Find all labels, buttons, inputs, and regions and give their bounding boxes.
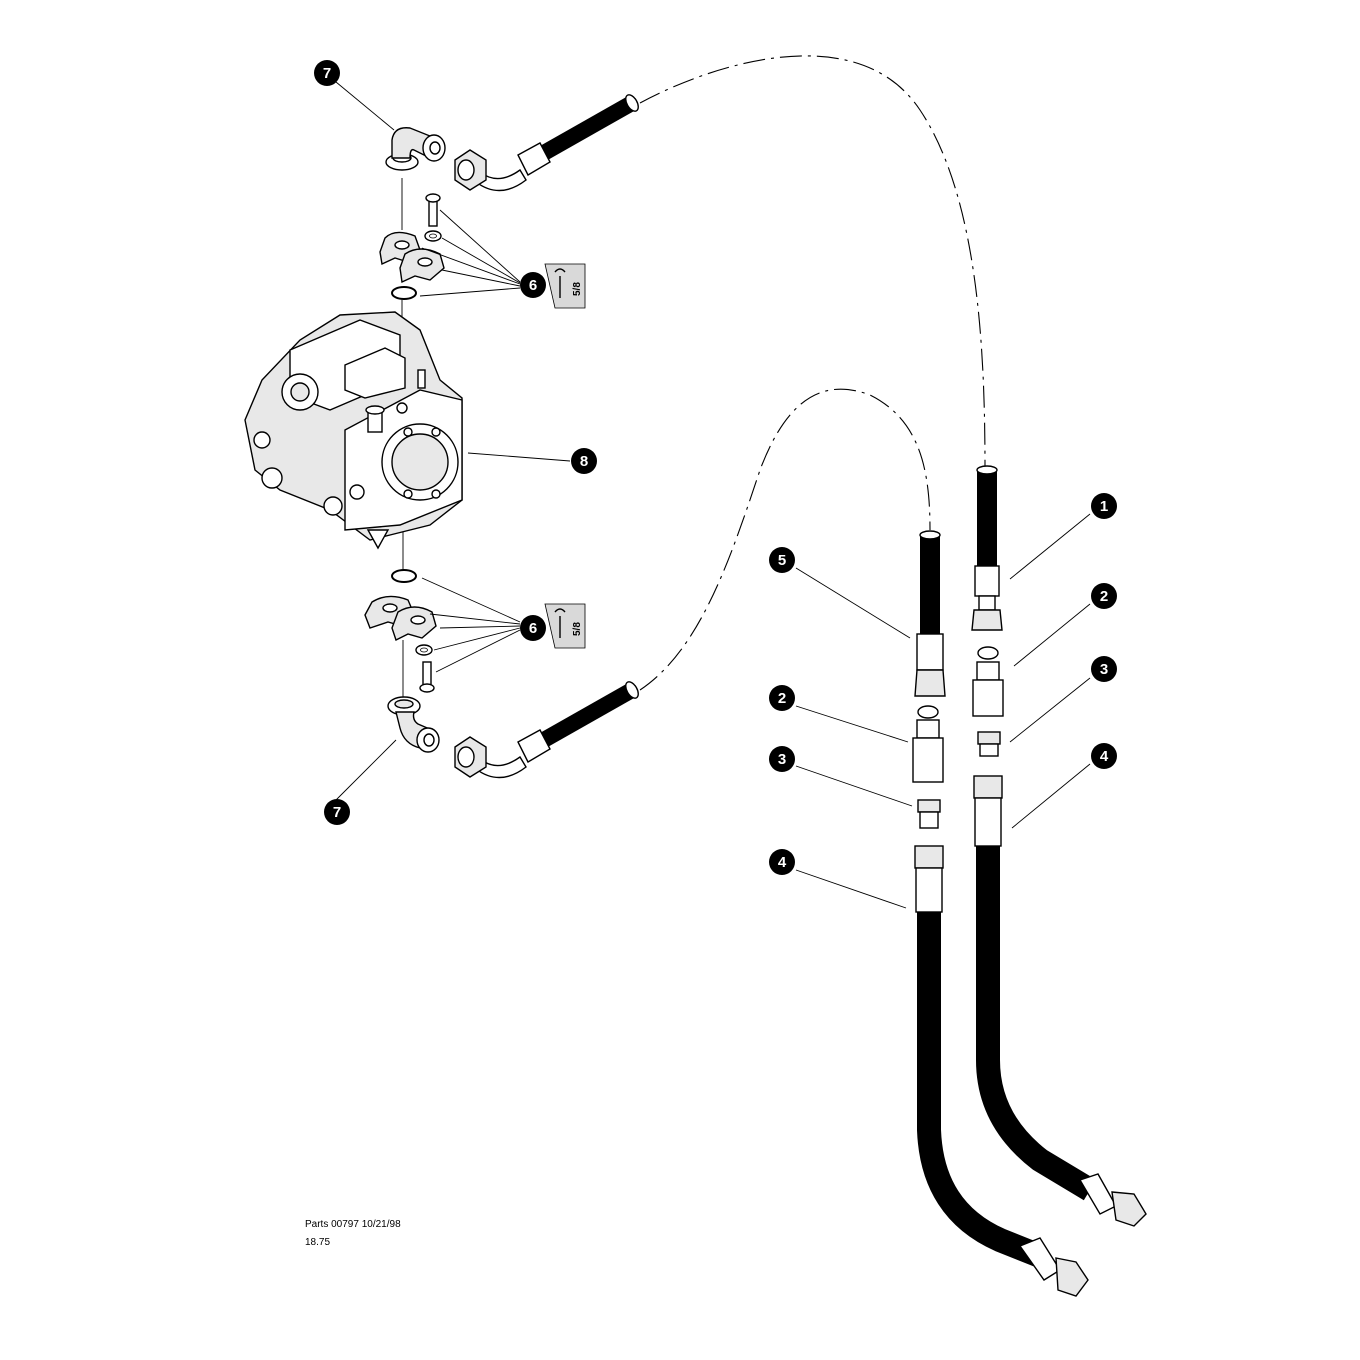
leader-line (439, 625, 521, 629)
callout-6-lower[interactable]: 6 (520, 615, 546, 641)
wrench-size-label: 5/8 (572, 622, 583, 636)
leader-line (441, 237, 521, 284)
leader-line (421, 577, 521, 623)
callout-number: 6 (529, 277, 537, 294)
callout-number: 5 (778, 552, 786, 569)
callout-number: 7 (333, 804, 341, 821)
upper-pump-hose (454, 94, 639, 192)
leader-line (419, 287, 521, 297)
right-nipple-3 (977, 731, 1001, 757)
leader-line (441, 269, 521, 287)
callout-number: 2 (778, 690, 786, 707)
callout-1[interactable]: 1 (1091, 493, 1117, 519)
leader-line (421, 247, 521, 285)
callout-number: 7 (323, 65, 331, 82)
leader-line (439, 209, 521, 283)
callout-number: 3 (778, 751, 786, 768)
routing-line-lower (639, 388, 931, 691)
wrench-size-tag-lower: 5/8 (544, 603, 586, 649)
leader-line (1009, 677, 1091, 743)
callout-7-lower[interactable]: 7 (324, 799, 350, 825)
callout-number: 1 (1100, 498, 1108, 515)
callout-3-left[interactable]: 3 (769, 746, 795, 772)
leader-line (335, 739, 397, 801)
callout-2-right[interactable]: 2 (1091, 583, 1117, 609)
wrench-size-label: 5/8 (572, 282, 583, 296)
lower-pump-hose (454, 681, 639, 779)
right-adapter-2 (972, 646, 1004, 717)
leader-line (795, 765, 913, 807)
document-reference: Parts 00797 10/21/98 (305, 1219, 401, 1230)
right-long-hose-4 (973, 775, 1147, 1227)
lower-flange-kit (364, 569, 437, 693)
leader-line (335, 81, 395, 131)
callout-number: 8 (580, 453, 588, 470)
leader-line (795, 705, 909, 743)
leader-line (1011, 763, 1091, 829)
leader-line (435, 629, 521, 673)
leader-line (795, 869, 907, 909)
callout-3-right[interactable]: 3 (1091, 656, 1117, 682)
middle-long-hose-4 (914, 845, 1089, 1297)
callout-4-left[interactable]: 4 (769, 849, 795, 875)
wrench-size-tag-upper: 5/8 (544, 263, 586, 309)
callout-number: 6 (529, 620, 537, 637)
right-hose-stub (971, 465, 1003, 631)
lower-elbow-fitting (387, 696, 440, 753)
callout-7-upper[interactable]: 7 (314, 60, 340, 86)
upper-flange-kit (379, 193, 445, 300)
callout-number: 4 (778, 854, 787, 871)
callout-6-upper[interactable]: 6 (520, 272, 546, 298)
middle-nipple-3 (917, 799, 941, 829)
leader-line (795, 567, 911, 639)
middle-hose-stub (914, 530, 946, 697)
leader-line (1013, 603, 1091, 667)
leader-line (433, 627, 521, 651)
leader-line (429, 613, 521, 625)
callout-number: 3 (1100, 661, 1108, 678)
leader-line (1009, 513, 1091, 580)
leader-line (467, 452, 571, 462)
callout-2-left[interactable]: 2 (769, 685, 795, 711)
hydraulic-pump (244, 311, 463, 550)
callout-number: 2 (1100, 588, 1108, 605)
routing-line-upper (639, 55, 986, 471)
page-number: 18.75 (305, 1237, 331, 1248)
upper-elbow-fitting (385, 127, 446, 171)
callout-5[interactable]: 5 (769, 547, 795, 573)
callout-number: 4 (1100, 748, 1109, 765)
callout-8[interactable]: 8 (571, 448, 597, 474)
middle-adapter-2 (912, 705, 944, 783)
callout-4-right[interactable]: 4 (1091, 743, 1117, 769)
